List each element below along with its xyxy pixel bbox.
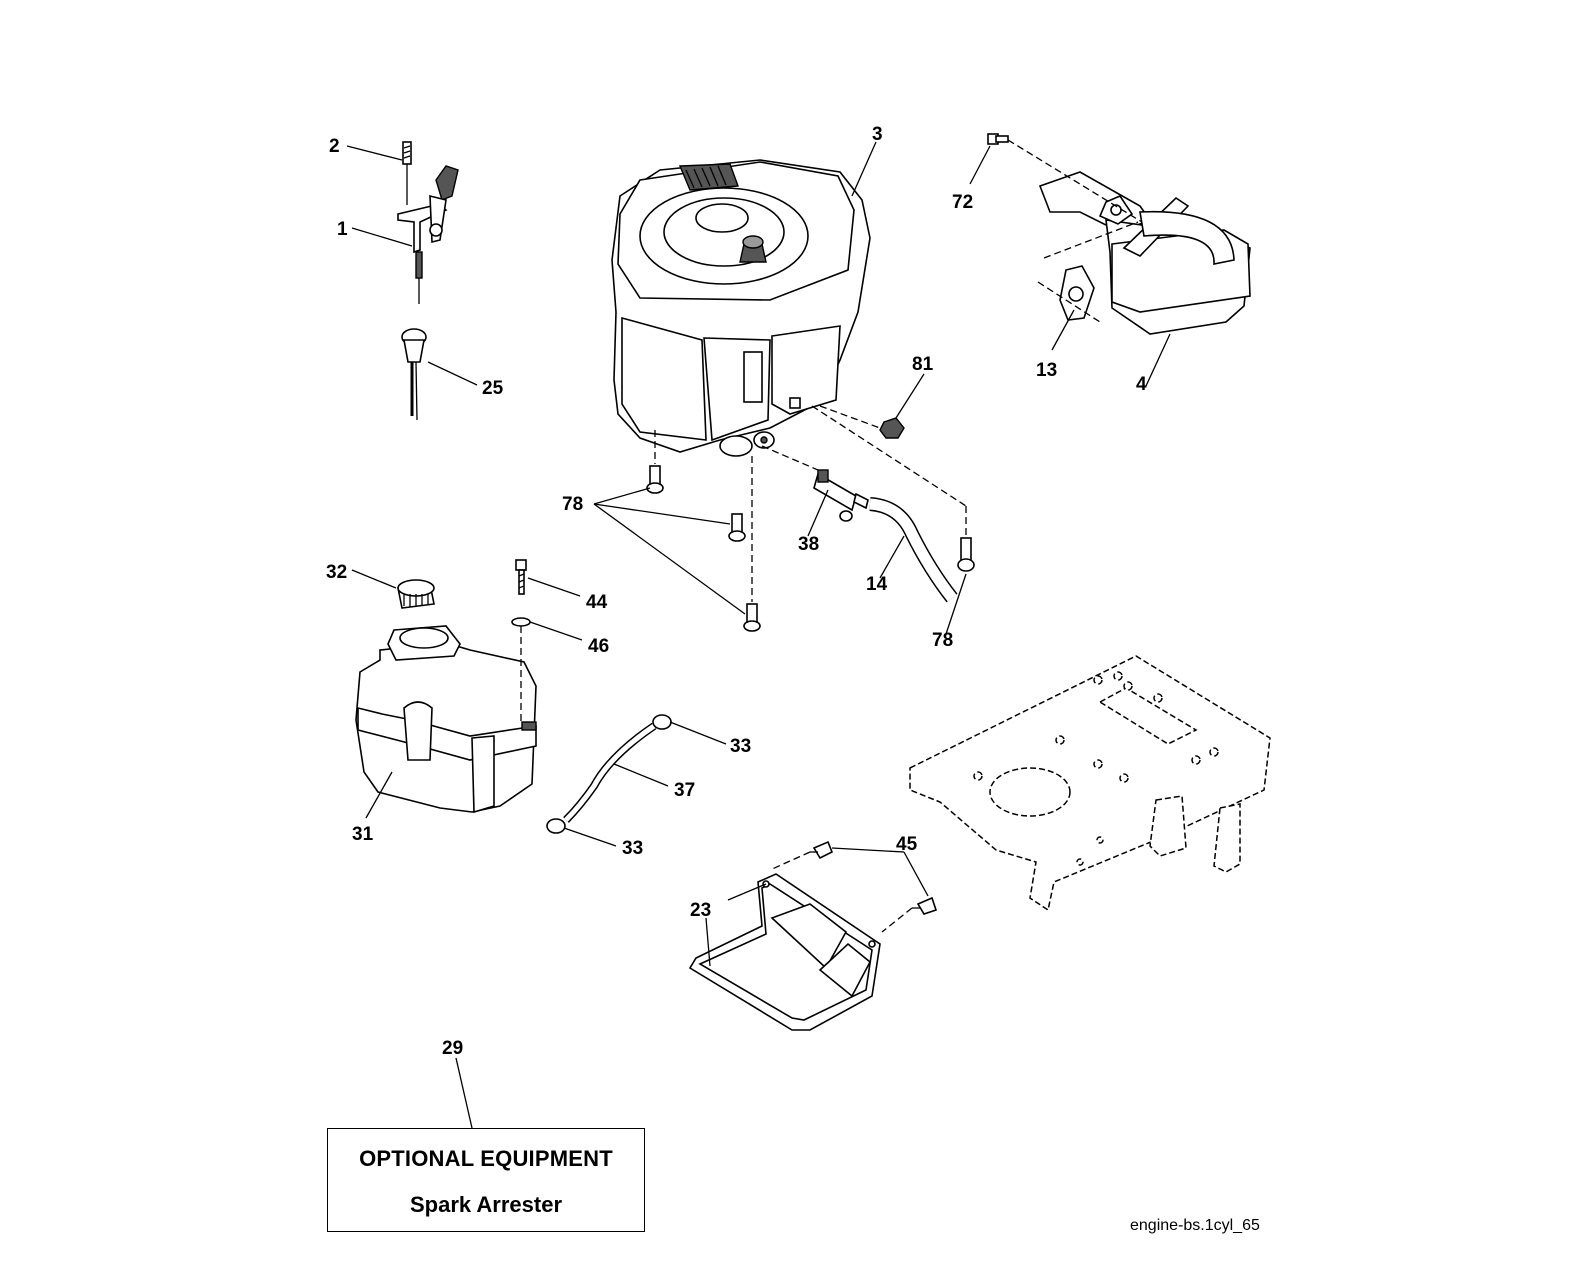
leader-33a	[669, 721, 727, 745]
leader-23a	[727, 883, 767, 901]
leader-14	[879, 535, 905, 579]
engine-bolts	[646, 405, 975, 632]
callout-29: 29	[442, 1038, 463, 1059]
optional-equipment-item: Spark Arrester	[409, 1192, 563, 1217]
callout-33a: 33	[730, 736, 751, 757]
callout-78b: 78	[932, 630, 953, 651]
callout-37: 37	[674, 780, 695, 801]
callout-81: 81	[912, 354, 934, 375]
leader-3	[851, 141, 877, 197]
callout-23: 23	[690, 900, 711, 921]
leader-37	[613, 763, 669, 787]
leader-81	[895, 373, 925, 419]
callout-72: 72	[952, 192, 973, 213]
leader-78a-3	[593, 503, 746, 615]
leader-46	[529, 621, 583, 641]
leader-23b	[705, 917, 711, 967]
leader-13	[1051, 309, 1075, 351]
callout-25: 25	[482, 378, 504, 399]
fuel-line-14	[869, 497, 958, 603]
leader-44	[527, 577, 581, 597]
leader-45a	[831, 847, 905, 853]
callout-31: 31	[352, 824, 374, 845]
callout-78a: 78	[562, 494, 583, 515]
leader-25	[427, 361, 478, 386]
callout-13: 13	[1036, 360, 1057, 381]
leader-31	[365, 771, 393, 819]
shield-screws-45	[769, 840, 938, 933]
callout-45: 45	[896, 834, 918, 855]
engine	[611, 159, 871, 457]
callout-32: 32	[326, 562, 347, 583]
dipstick	[401, 328, 427, 421]
callout-33b: 33	[622, 838, 643, 859]
leader-2	[346, 145, 403, 161]
tank-screw-44	[515, 559, 527, 595]
fuel-cap-32	[397, 579, 435, 609]
optional-equipment-title: OPTIONAL EQUIPMENT	[359, 1146, 613, 1171]
callout-38: 38	[798, 534, 819, 555]
nut-81	[819, 405, 905, 439]
diagram-file-code: engine-bs.1cyl_65	[1130, 1217, 1260, 1234]
callout-46: 46	[588, 636, 609, 657]
callout-1: 1	[337, 219, 348, 240]
leader-78b	[945, 573, 967, 635]
leader-1	[351, 227, 413, 247]
leader-45b	[903, 851, 929, 897]
leader-72	[969, 145, 991, 185]
callout-44: 44	[586, 592, 608, 613]
muffler	[1038, 171, 1251, 335]
leader-32	[351, 569, 397, 589]
leader-29	[455, 1057, 473, 1129]
fuel-filter	[761, 445, 869, 522]
callout-2: 2	[329, 136, 340, 157]
leader-78a-1	[593, 487, 651, 505]
optional-equipment-box: OPTIONAL EQUIPMENT Spark Arrester	[327, 1128, 645, 1232]
muffler-screw-72	[987, 133, 1143, 223]
gasket-13	[1037, 221, 1139, 323]
fuel-tank	[355, 625, 537, 814]
chassis-frame	[909, 655, 1271, 912]
leader-38	[807, 489, 829, 537]
leader-78a-2	[593, 503, 731, 525]
leader-4	[1145, 333, 1171, 387]
fuel-hose-37	[563, 722, 657, 823]
heat-shield	[688, 873, 881, 1031]
callout-4: 4	[1136, 374, 1147, 395]
throttle-control	[397, 141, 459, 304]
callout-14: 14	[866, 574, 888, 595]
callout-3: 3	[872, 124, 883, 145]
leader-33b	[563, 827, 617, 847]
